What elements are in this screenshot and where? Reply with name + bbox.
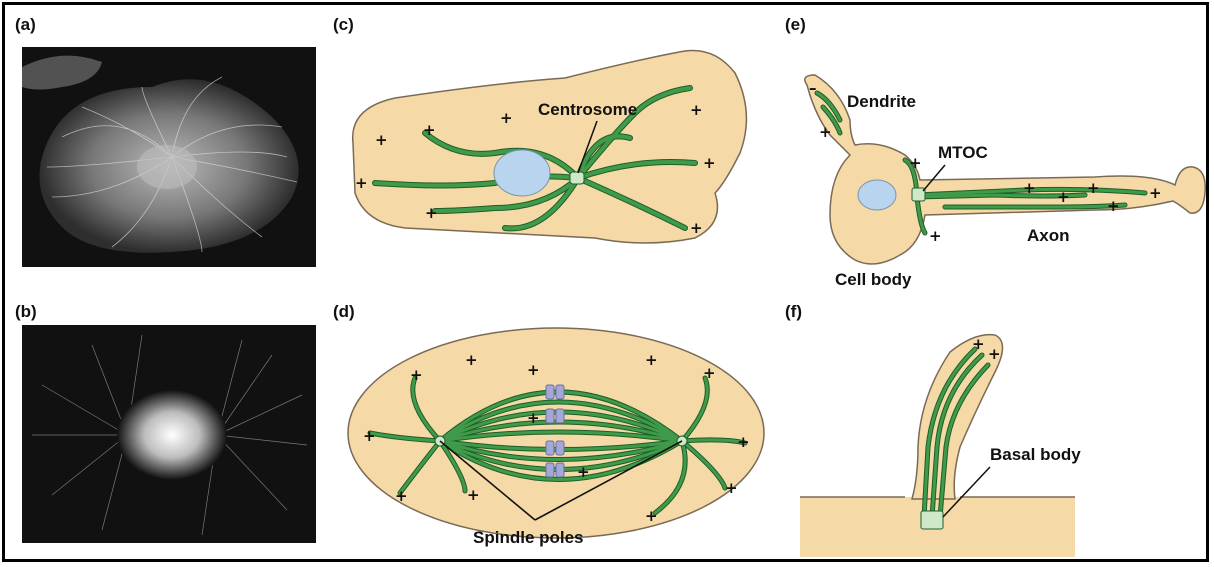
plus-mark: + (703, 364, 716, 382)
plus-mark: + (527, 361, 540, 379)
plus-mark: + (527, 409, 540, 427)
plus-mark: + (929, 227, 942, 245)
plus-mark: + (1023, 179, 1036, 197)
plus-mark: + (500, 109, 513, 127)
plus-mark: + (645, 507, 658, 525)
panel-label-a: (a) (15, 15, 36, 35)
plus-mark: + (395, 487, 408, 505)
callout-mtoc: MTOC (938, 143, 988, 162)
plus-mark: + (363, 427, 376, 445)
plus-mark: + (410, 366, 423, 384)
plus-mark: + (467, 486, 480, 504)
minus-mark: – (809, 79, 817, 97)
basal-body (921, 511, 943, 529)
plus-mark: + (465, 351, 478, 369)
diagram-mitotic-spindle: Spindle poles + + + + + + + + + + + + + (345, 323, 770, 553)
callout-basal-body: Basal body (990, 445, 1081, 464)
plus-mark: + (725, 479, 738, 497)
plus-mark: + (423, 121, 436, 139)
plus-mark: + (737, 433, 750, 451)
panel-label-f: (f) (785, 302, 802, 322)
plus-mark: + (1107, 197, 1120, 215)
plus-mark: + (1057, 188, 1070, 206)
callout-dendrite: Dendrite (847, 92, 916, 111)
panel-label-c: (c) (333, 15, 354, 35)
plus-mark: + (577, 463, 590, 481)
callout-centrosome: Centrosome (538, 100, 637, 119)
plus-mark: + (972, 335, 985, 353)
panel-label-e: (e) (785, 15, 806, 35)
micrograph-mitotic-spindle (22, 325, 316, 543)
centrosome (570, 172, 584, 184)
plus-mark: + (355, 174, 368, 192)
plus-mark: + (703, 154, 716, 172)
plus-mark: + (1087, 179, 1100, 197)
callout-cell-body: Cell body (835, 270, 912, 289)
plus-mark: + (1149, 184, 1162, 202)
panel-label-b: (b) (15, 302, 37, 322)
plus-mark: + (375, 131, 388, 149)
plus-mark: + (909, 154, 922, 172)
nucleus (494, 150, 550, 196)
panel-label-d: (d) (333, 302, 355, 322)
diagram-neuron: Dendrite MTOC Axon Cell body – + + + + +… (795, 45, 1205, 295)
callout-spindle-poles: Spindle poles (473, 528, 584, 547)
plus-mark: + (819, 123, 832, 141)
plus-mark: + (988, 345, 1001, 363)
nucleus (858, 180, 896, 210)
plus-mark: + (645, 351, 658, 369)
callout-axon: Axon (1027, 226, 1070, 245)
plus-mark: + (690, 101, 703, 119)
diagram-cilium: Basal body + + (800, 327, 1100, 557)
micrograph-interphase (22, 47, 316, 267)
diagram-interphase-cell: Centrosome + + + + + + + + (345, 33, 765, 263)
plus-mark: + (690, 219, 703, 237)
plus-mark: + (425, 204, 438, 222)
